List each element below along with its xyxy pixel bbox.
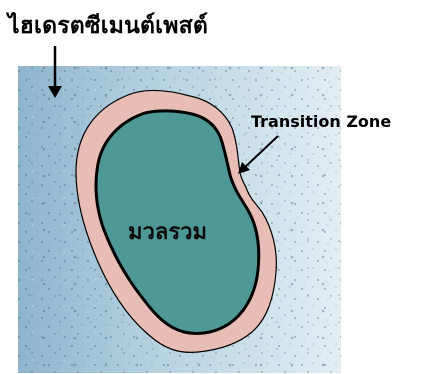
cement-paste-title: ไฮเดรตซีเมนต์เพสต์ bbox=[8, 8, 208, 44]
aggregate-label: มวลรวม bbox=[128, 214, 207, 249]
transition-zone-label: Transition Zone bbox=[251, 112, 391, 131]
